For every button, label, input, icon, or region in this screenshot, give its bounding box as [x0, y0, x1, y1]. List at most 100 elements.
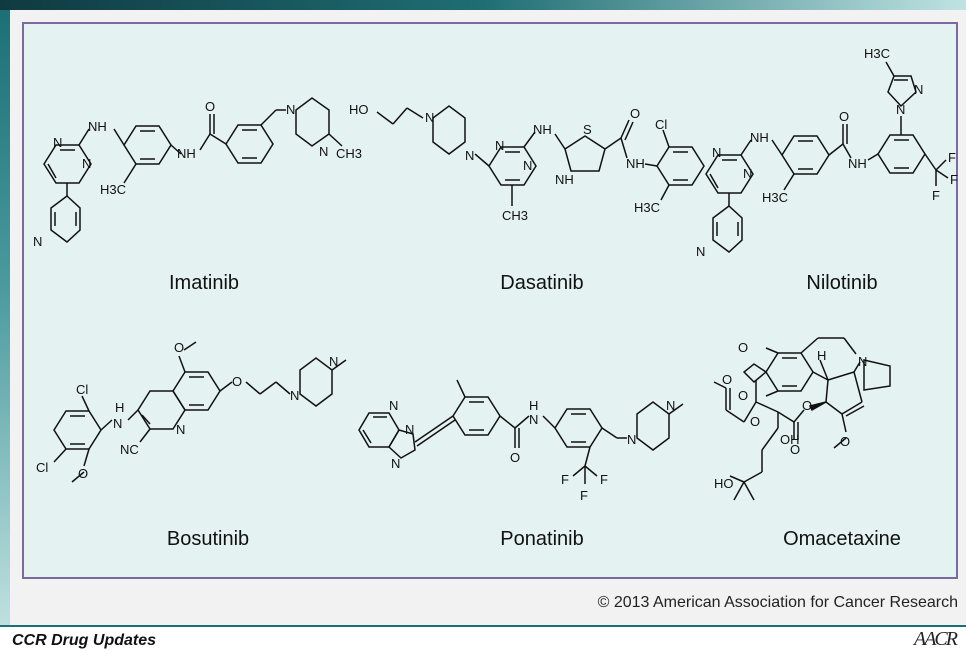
- bond: [825, 401, 843, 415]
- atom-label: H3C: [864, 46, 890, 61]
- thiazolidine-ring: [564, 135, 606, 172]
- methylene-bond: [260, 109, 277, 126]
- bond: [740, 139, 752, 156]
- bond: [170, 144, 182, 155]
- dasatinib-svg: HO N N N N CH3 NH S NH O NH Cl H3C: [349, 102, 705, 223]
- atom-label: O: [839, 109, 849, 124]
- atom-label: O: [78, 466, 88, 481]
- atom-label: N: [666, 398, 675, 413]
- atom-label: S: [583, 122, 592, 137]
- bond: [800, 337, 819, 354]
- methyl-bond: [456, 379, 466, 398]
- methyl-bond: [660, 184, 670, 201]
- atom-label: NC: [120, 442, 139, 457]
- aacr-logo: AACR: [914, 628, 958, 650]
- omacetaxine-svg: O O H N O O OH O O O HO: [713, 337, 891, 501]
- nitrile-bond: [139, 428, 151, 443]
- atom-label: N: [405, 422, 414, 437]
- atom-label: O: [738, 388, 748, 403]
- atom-label: NH: [88, 119, 107, 134]
- atom-label: N: [712, 145, 721, 160]
- atom-label: N: [319, 144, 328, 159]
- ring-double-bond: [47, 163, 57, 179]
- atom-label: Cl: [76, 382, 88, 397]
- bond: [219, 381, 233, 392]
- bond: [127, 409, 139, 421]
- compound-name-bosutinib: Bosutinib: [166, 528, 250, 550]
- bond: [604, 137, 622, 150]
- atom-label: N: [914, 82, 923, 97]
- methyl-bond: [783, 173, 795, 191]
- atom-label: NH: [750, 130, 769, 145]
- methoxy-bond: [833, 437, 847, 449]
- bond: [474, 153, 490, 167]
- atom-label: O: [722, 372, 732, 387]
- piperazine-ring: [299, 357, 333, 407]
- atom-label: N: [391, 456, 400, 471]
- ring-double-bond: [845, 405, 865, 417]
- alkyne-bond: [416, 419, 456, 447]
- atom-label: F: [948, 150, 956, 165]
- cf3-bond: [572, 465, 586, 477]
- carbonyl-bond: [624, 121, 634, 141]
- cf3-bond: [935, 169, 949, 179]
- cf3-bond: [584, 465, 598, 477]
- atom-label: HO: [349, 102, 369, 117]
- atom-label: N: [113, 416, 122, 431]
- atom-label: O: [750, 414, 760, 429]
- bond: [406, 107, 424, 119]
- bond: [275, 381, 291, 395]
- imatinib-structure: N N NH H3C NH O N N CH3 N: [24, 34, 364, 284]
- atom-label: N: [290, 388, 299, 403]
- ring-double-bond: [709, 173, 719, 189]
- bond: [867, 153, 879, 161]
- atom-label: O: [738, 340, 748, 355]
- piperazine-ring: [295, 97, 330, 147]
- atom-label: H: [817, 348, 826, 363]
- atom-label: NH: [848, 156, 867, 171]
- bond: [777, 411, 795, 423]
- pyridine-ring: [50, 195, 81, 243]
- benzene-ring: [225, 124, 274, 164]
- bond: [743, 471, 763, 483]
- atom-label: NH: [555, 172, 574, 187]
- bond: [644, 163, 658, 167]
- bond: [843, 337, 857, 355]
- bond: [825, 379, 829, 403]
- atom-label: O: [840, 434, 850, 449]
- compound-name-dasatinib: Dasatinib: [500, 272, 584, 294]
- bond: [743, 401, 757, 423]
- atom-label: CH3: [502, 208, 528, 223]
- pyridazine-ring: [358, 412, 400, 448]
- bond: [78, 128, 90, 146]
- atom-label: N: [425, 110, 434, 125]
- atom-label: F: [600, 472, 608, 487]
- atom-label: N: [82, 156, 91, 171]
- atom-label: O: [510, 450, 520, 465]
- methylene-bond: [601, 427, 618, 439]
- atom-label: N: [53, 135, 62, 150]
- copyright-notice: © 2013 American Association for Cancer R…: [597, 594, 958, 611]
- pyrimidine-ring: [488, 146, 537, 186]
- bond: [245, 381, 261, 395]
- methoxy-bond: [71, 471, 85, 483]
- imatinib-svg: N N NH H3C NH O N N CH3 N: [33, 97, 362, 249]
- atom-label: F: [580, 488, 588, 503]
- bond: [842, 143, 852, 159]
- bond: [765, 390, 779, 397]
- ponatinib-svg: N N N H N O F F F N N: [358, 379, 684, 503]
- atom-label: Cl: [36, 460, 48, 475]
- bond: [392, 107, 408, 125]
- methoxy-bond: [83, 448, 90, 467]
- atom-label: N: [627, 432, 636, 447]
- bond: [376, 111, 394, 125]
- compound-name-nilotinib: Nilotinib: [806, 272, 878, 294]
- methoxy-bond: [841, 413, 847, 433]
- left-accent-bar: [0, 10, 10, 625]
- top-accent-bar: [0, 0, 966, 10]
- compound-name-imatinib: Imatinib: [168, 272, 240, 294]
- atom-label: O: [630, 106, 640, 121]
- pyrimidine-ring: [705, 154, 754, 194]
- methyl-bond: [885, 61, 895, 77]
- atom-label: N: [696, 244, 705, 259]
